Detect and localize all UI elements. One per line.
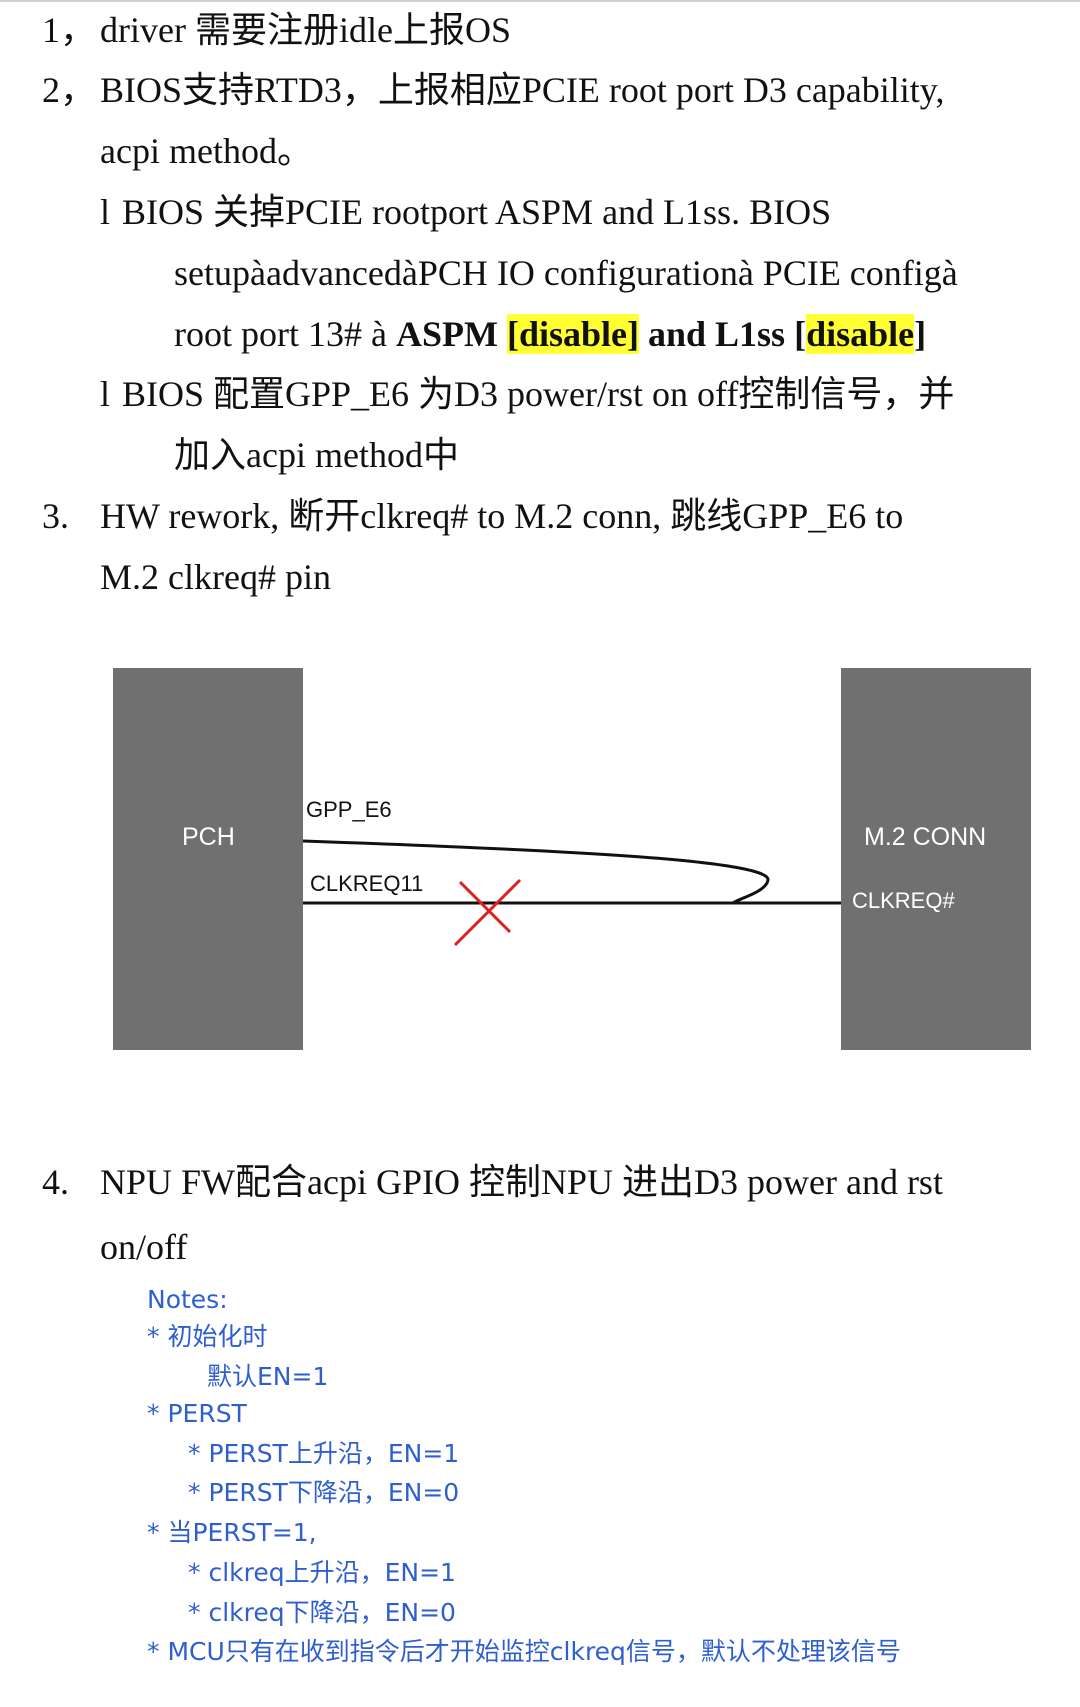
item-4-line2: on/off [100,1227,188,1267]
note-line: 默认EN=1 [207,1362,329,1391]
m2-conn-block [841,668,1031,1050]
note-line: * clkreq上升沿，EN=1 [188,1558,456,1587]
signal-lines [302,839,841,947]
disable-highlight-1: [disable] [506,314,639,354]
note-line: * clkreq下降沿，EN=0 [188,1598,456,1627]
gpp-e6-jumper [302,839,770,905]
sub-b-bullet: l [100,374,111,414]
item-1-number: 1， [42,10,97,50]
notes-heading: Notes: [147,1285,228,1314]
item-2-line2: acpi method。 [100,131,313,171]
and-l1ss-text: and L1ss [647,314,786,354]
item-3-line2: M.2 clkreq# pin [100,557,331,597]
sub-a-bullet: l [100,192,111,232]
bracket-close: ] [914,314,927,354]
item-2-number: 2， [42,70,97,110]
sub-a-line3: root port 13# à ASPM [disable] and L1ss … [174,312,926,356]
clkreq-hash-label: CLKREQ# [852,888,955,913]
top-border [0,0,1080,2]
sub-b-line2: 加入acpi method中 [174,435,459,475]
aspm-text: ASPM [395,314,498,354]
pch-block [113,668,303,1050]
item-4-number: 4. [42,1162,69,1202]
item-2-line1: BIOS支持RTD3，上报相应PCIE root port D3 capabil… [100,70,945,110]
item-3-line1: HW rework, 断开clkreq# to M.2 conn, 跳线GPP_… [100,496,904,536]
pch-label: PCH [182,823,235,851]
disable-highlight-2: disable [806,314,915,354]
sub-a-line3-prefix: root port 13# à [174,314,396,354]
item-3-number: 3. [42,496,69,536]
sub-a-line2: setupàadvancedàPCH IO configurationà PCI… [174,253,958,293]
note-line: * PERST [147,1399,247,1428]
clkreq11-label: CLKREQ11 [310,871,424,896]
note-line: * PERST上升沿，EN=1 [188,1439,460,1468]
gpp-e6-label: GPP_E6 [306,797,392,822]
sub-a-line1: BIOS 关掉PCIE rootport ASPM and L1ss. BIOS [122,192,832,232]
m2-conn-label: M.2 CONN [864,823,987,851]
note-line: * 当PERST=1, [147,1518,317,1547]
cross-mark-2 [453,878,522,947]
bracket-open: [ [794,314,807,354]
sub-b-line1: BIOS 配置GPP_E6 为D3 power/rst on off控制信号，并 [122,374,955,414]
note-line: * MCU只有在收到指令后才开始监控clkreq信号，默认不处理该信号 [147,1637,901,1666]
item-1-text: driver 需要注册idle上报OS [100,10,511,50]
cross-mark-1 [458,880,512,934]
note-line: * 初始化时 [147,1322,268,1351]
note-line: * PERST下降沿，EN=0 [188,1478,460,1507]
item-4-line1: NPU FW配合acpi GPIO 控制NPU 进出D3 power and r… [100,1162,943,1202]
rework-diagram: PCH M.2 CONN GPP_E6 CLKREQ11 CLKREQ# [0,660,1080,1060]
